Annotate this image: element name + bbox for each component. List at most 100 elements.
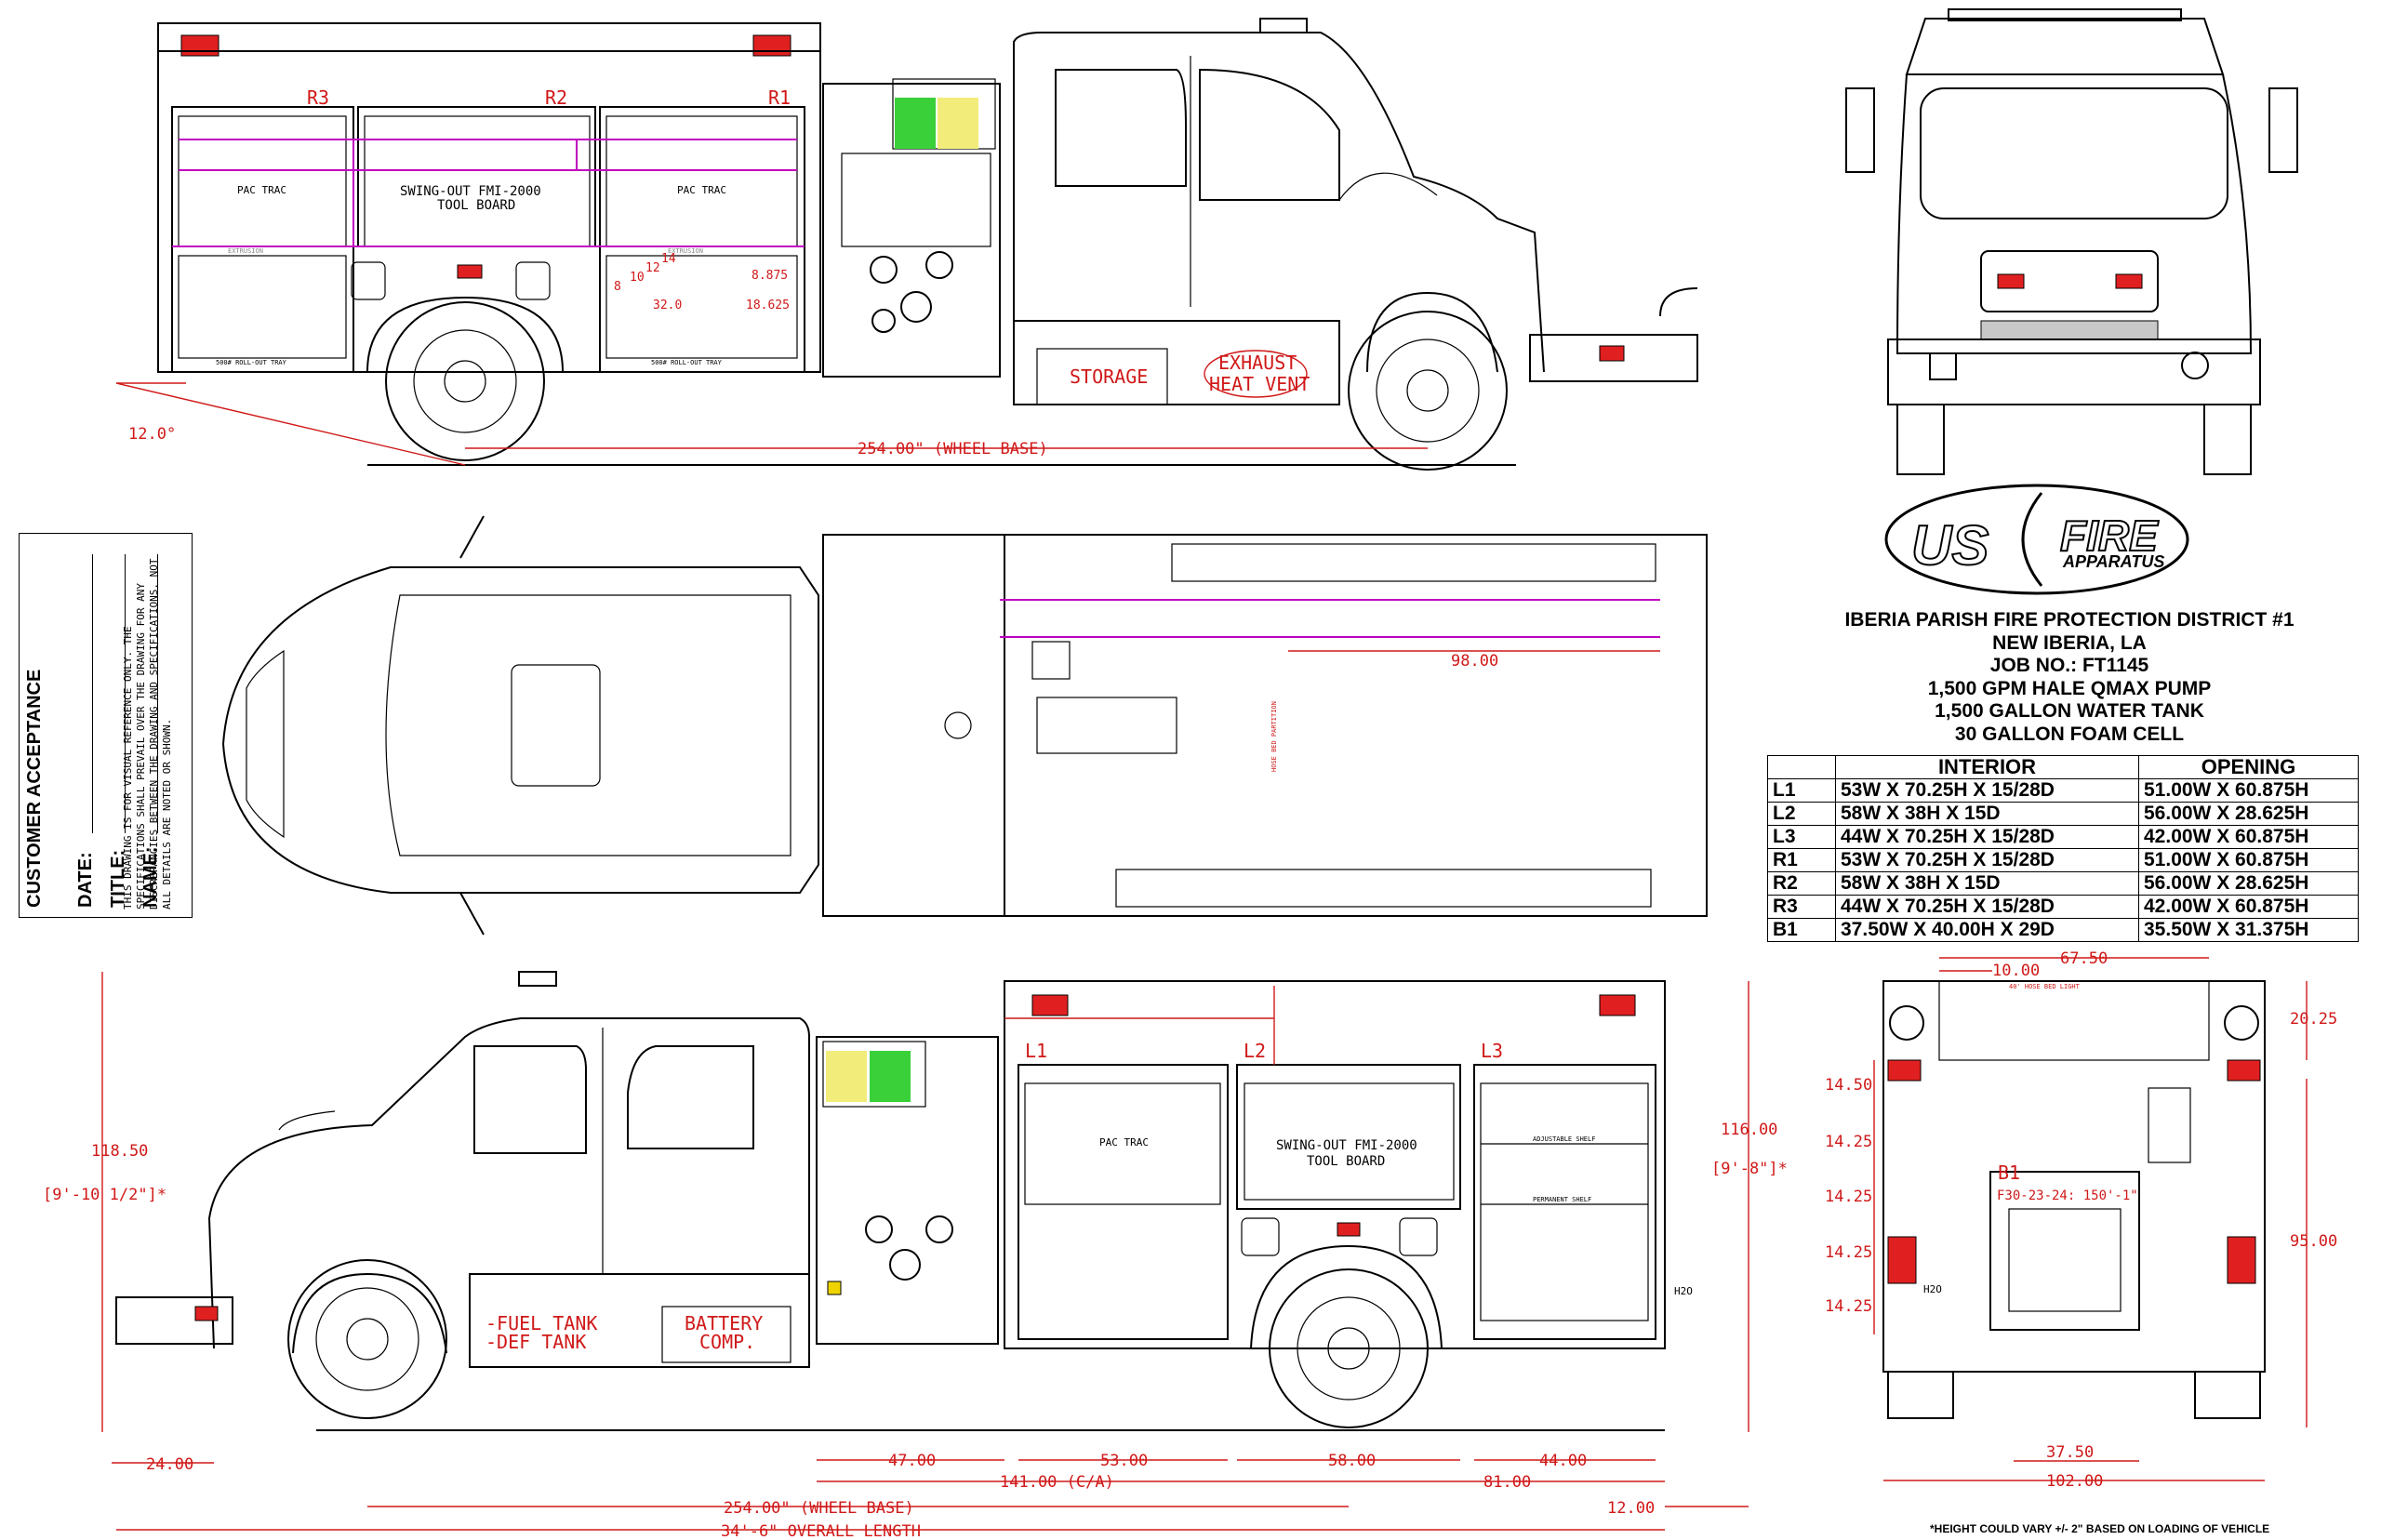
rear-shelf-14-25-c: 14.25 (1825, 1243, 1872, 1262)
rear-shelf-14-25-a: 14.25 (1825, 1133, 1872, 1151)
hose-bed-partition-label: HOSE BED PARTITION (1270, 701, 1278, 772)
project-location: NEW IBERIA, LA (1992, 631, 2147, 654)
def-tank-label: -DEF TANK (486, 1331, 586, 1353)
label-l1: L1 (1025, 1040, 1047, 1062)
dim-ca: 141.00 (C/A) (1000, 1473, 1114, 1492)
overall-length: 34'-6" OVERALL LENGTH (721, 1522, 921, 1540)
height-total-ft: [9'-10 1/2"]* (43, 1186, 166, 1204)
table-cell-key: R2 (1767, 871, 1836, 896)
panel-toolboard-l2: TOOL BOARD (1307, 1154, 1385, 1169)
date-field-label: DATE: (75, 852, 96, 908)
dim-rear-overhang: 81.00 (1483, 1473, 1531, 1492)
wheelbase-top: 254.00" (WHEEL BASE) (858, 440, 1048, 458)
rear-width-37-50: 37.50 (2046, 1443, 2094, 1462)
rear-view: 40' HOSE BED LIGHT B1 F30-23-24: 150'-1"… (1825, 949, 2337, 1491)
top-dim-98: 98.00 (1451, 652, 1498, 670)
rear-shelf-14-25-d: 14.25 (1825, 1297, 1872, 1316)
date-field[interactable] (92, 554, 93, 833)
customer-acceptance-note: THIS DRAWING IS FOR VISUAL REFERENCE ONL… (122, 558, 173, 910)
panel-pac-trac-l1: PAC TRAC (1099, 1136, 1149, 1148)
table-cell-key: L3 (1767, 825, 1836, 849)
h2o-label-side: H2O (1674, 1285, 1693, 1297)
step-dim-8: 8 (614, 280, 621, 294)
logo-us: US (1911, 514, 1989, 577)
reel-label: F30-23-24: 150'-1" (1997, 1188, 2138, 1203)
top-view: 98.00 HOSE BED PARTITION (221, 515, 1708, 936)
rear-width-102: 102.00 (2046, 1472, 2103, 1491)
rear-dim-10: 10.00 (1992, 962, 2040, 980)
departure-angle: 12.0° (128, 425, 176, 444)
battery-label: BATTERY (685, 1312, 763, 1334)
rear-dim-20-25: 20.25 (2290, 1010, 2337, 1029)
dim-l1: 53.00 (1100, 1452, 1148, 1470)
dim-rear-bumper: 12.00 (1607, 1499, 1655, 1518)
table-header-opening: OPENING (2138, 755, 2359, 779)
label-l3: L3 (1481, 1040, 1503, 1062)
h2o-label-rear: H2O (1923, 1283, 1942, 1295)
table-cell-interior: 58W X 38H X 15D (1835, 871, 2139, 896)
project-district: IBERIA PARISH FIRE PROTECTION DISTRICT #… (1844, 609, 2295, 631)
r1-dim-width: 32.0 (653, 299, 682, 312)
side-view-left: -FUEL TANK -DEF TANK BATTERY COMP. L1 (43, 971, 1788, 1540)
rear-height-95: 95.00 (2290, 1232, 2337, 1251)
rear-width-top: 67.50 (2060, 949, 2108, 968)
table-cell-interior: 44W X 70.25H X 15/28D (1835, 895, 2139, 919)
side-view-right: R3 R2 R1 PAC TRAC SWING-OUT FMI-2000 TOO… (115, 18, 1698, 471)
step-dim-14: 14 (661, 252, 676, 266)
panel-swingout-l2: SWING-OUT FMI-2000 (1276, 1138, 1417, 1153)
logo-fire: FIRE (2060, 511, 2159, 560)
table-row: B1 37.50W X 40.00H X 29D 35.50W X 31.375… (1767, 918, 2359, 942)
b1-label: B1 (1998, 1162, 2020, 1184)
table-cell-key: L2 (1767, 802, 1836, 826)
rollout-label-r3: 500# ROLL-OUT TRAY (216, 359, 287, 366)
customer-acceptance-title: CUSTOMER ACCEPTANCE (24, 669, 45, 908)
table-cell-opening: 42.00W X 60.875H (2138, 895, 2359, 919)
rear-shelf-14-25-b: 14.25 (1825, 1188, 1872, 1206)
table-cell-opening: 51.00W X 60.875H (2138, 848, 2359, 872)
shelf-label-adjustable: ADJUSTABLE SHELF (1533, 1135, 1595, 1143)
table-cell-key: L1 (1767, 778, 1836, 803)
label-r2: R2 (545, 86, 567, 109)
label-r3: R3 (307, 86, 329, 109)
table-header-row: INTERIOR OPENING (1767, 755, 2359, 779)
table-cell-opening: 42.00W X 60.875H (2138, 825, 2359, 849)
dim-l2: 58.00 (1328, 1452, 1376, 1470)
dim-front-overhang: 24.00 (146, 1455, 193, 1474)
panel-swingout-r2: SWING-OUT FMI-2000 (400, 184, 541, 199)
table-cell-opening: 51.00W X 60.875H (2138, 778, 2359, 803)
battery-comp-label: COMP. (699, 1331, 755, 1353)
extrusion-label-r3: EXTRUSION (228, 247, 263, 255)
logo-apparatus: APPARATUS (2062, 552, 2164, 571)
project-water-tank: 1,500 GALLON WATER TANK (1935, 700, 2204, 722)
heat-vent-label: HEAT VENT (1209, 373, 1310, 395)
dim-pump-panel: 47.00 (888, 1452, 936, 1470)
extrusion-label-r1: EXTRUSION (668, 247, 703, 255)
table-row: L1 53W X 70.25H X 15/28D 51.00W X 60.875… (1767, 778, 2359, 803)
shelf-label-permanent: PERMANENT SHELF (1533, 1196, 1591, 1203)
project-foam-cell: 30 GALLON FOAM CELL (1954, 723, 2185, 745)
table-cell-interior: 53W X 70.25H X 15/28D (1835, 848, 2139, 872)
project-info: IBERIA PARISH FIRE PROTECTION DISTRICT #… (1749, 609, 2381, 746)
table-cell-key: R1 (1767, 848, 1836, 872)
step-dim-10: 10 (630, 271, 645, 285)
table-header-blank (1767, 755, 1836, 779)
table-cell-interior: 37.50W X 40.00H X 29D (1835, 918, 2139, 942)
table-cell-interior: 44W X 70.25H X 15/28D (1835, 825, 2139, 849)
table-cell-key: R3 (1767, 895, 1836, 919)
fuel-tank-label: -FUEL TANK (486, 1312, 597, 1334)
dim-l3: 44.00 (1539, 1452, 1587, 1470)
panel-pac-trac-r3: PAC TRAC (237, 184, 286, 196)
label-r1: R1 (768, 86, 791, 109)
rear-shelf-14-50: 14.50 (1825, 1076, 1872, 1095)
label-l2: L2 (1244, 1040, 1266, 1062)
table-row: R2 58W X 38H X 15D 56.00W X 28.625H (1767, 871, 2359, 896)
table-row: R1 53W X 70.25H X 15/28D 51.00W X 60.875… (1767, 848, 2359, 872)
us-fire-logo: US FIRE APPARATUS (1884, 484, 2189, 595)
rollout-label-r1: 500# ROLL-OUT TRAY (651, 359, 723, 366)
exhaust-label: EXHAUST (1218, 352, 1297, 374)
height-total: 118.50 (91, 1142, 148, 1161)
table-cell-opening: 56.00W X 28.625H (2138, 802, 2359, 826)
front-view (1845, 8, 2298, 475)
table-header-interior: INTERIOR (1835, 755, 2139, 779)
